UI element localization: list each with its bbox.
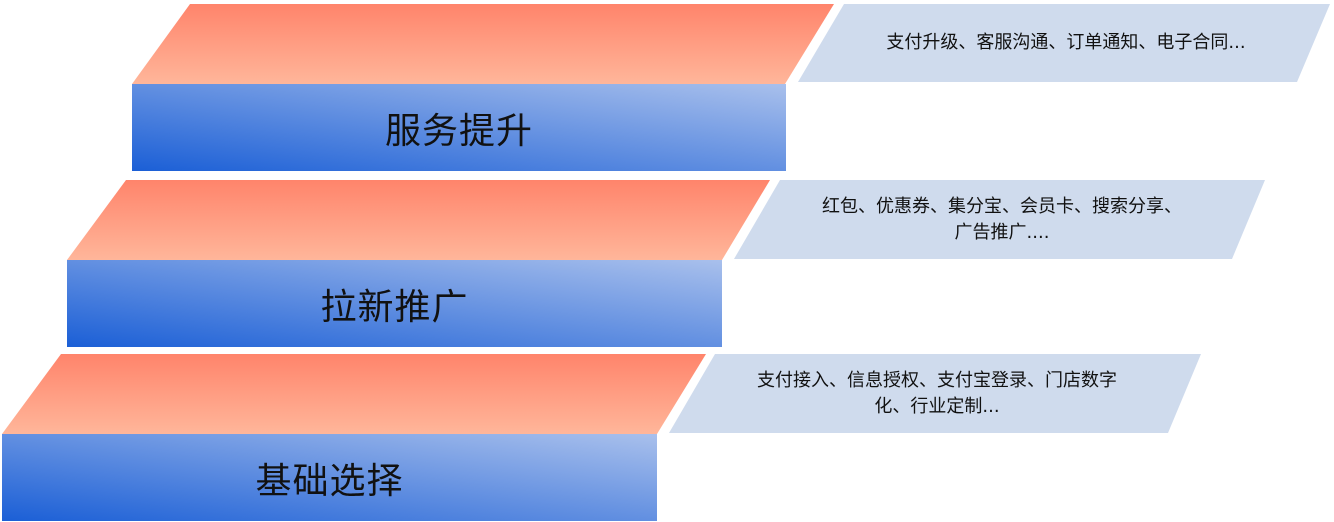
level-2-top-face	[67, 180, 770, 260]
level-2-front-face	[67, 260, 722, 347]
level-1-front-face	[132, 84, 786, 171]
level-2-title: 拉新推广	[320, 286, 469, 328]
level-1-title: 服务提升	[384, 110, 533, 152]
level-2-description-box	[734, 180, 1265, 259]
level-1-description: 支付升级、客服沟通、订单通知、电子合同...	[886, 32, 1246, 53]
level-1-description-box	[798, 4, 1330, 82]
level-3-description-box	[669, 354, 1201, 433]
level-3-description: 支付接入、信息授权、支付宝登录、门店数字 化、行业定制...	[757, 369, 1117, 417]
level-1-top-face	[132, 4, 834, 84]
level-3-top-face	[2, 354, 706, 434]
level-2-description: 红包、优惠券、集分宝、会员卡、搜索分享、 广告推广....	[822, 195, 1182, 243]
level-3-front-face	[2, 434, 657, 521]
level-3-title: 基础选择	[255, 460, 404, 502]
